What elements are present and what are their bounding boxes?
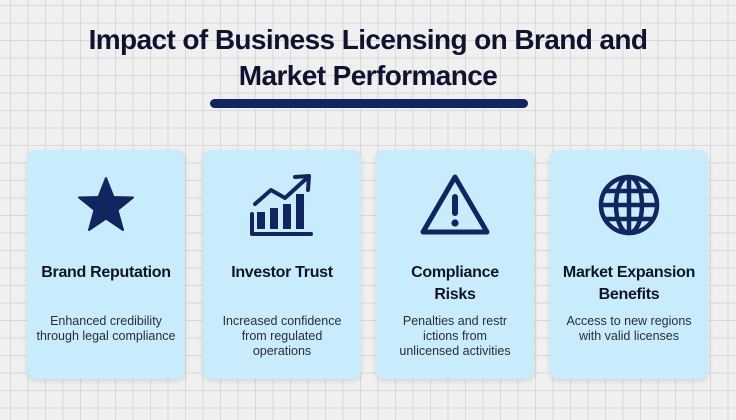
card-investor-trust: Investor Trust Increased confidence from…: [203, 150, 361, 379]
card-brand-reputation: Brand Reputation Enhanced credibility th…: [27, 150, 185, 379]
warning-icon: [376, 172, 534, 238]
card-title: Investor Trust: [231, 264, 333, 281]
title-line-1: Impact of Business Licensing on Brand an…: [88, 24, 648, 55]
card-market-expansion: Market Expansion Benefits Access to new …: [550, 150, 708, 379]
title-underline: [210, 99, 528, 108]
card-description: Penalties and restr ictions from unlicen…: [399, 314, 511, 358]
card-title: Market Expansion Benefits: [562, 264, 696, 303]
card-compliance-risks: Compliance Risks Penalties and restr ict…: [376, 150, 534, 379]
card-description: Access to new regions with valid license…: [566, 314, 692, 343]
card-title: Brand Reputation: [41, 264, 171, 281]
card-description: Enhanced credibility through legal compl…: [36, 314, 176, 343]
globe-icon: [550, 172, 708, 238]
card-description: Increased confidence from regulated oper…: [222, 314, 342, 358]
star-icon: [27, 172, 185, 238]
title-line-2: Market Performance: [238, 60, 498, 91]
page-title: Impact of Business Licensing on Brand an…: [0, 22, 736, 94]
card-title: Compliance Risks: [411, 264, 499, 303]
growth-chart-icon: [203, 172, 361, 238]
